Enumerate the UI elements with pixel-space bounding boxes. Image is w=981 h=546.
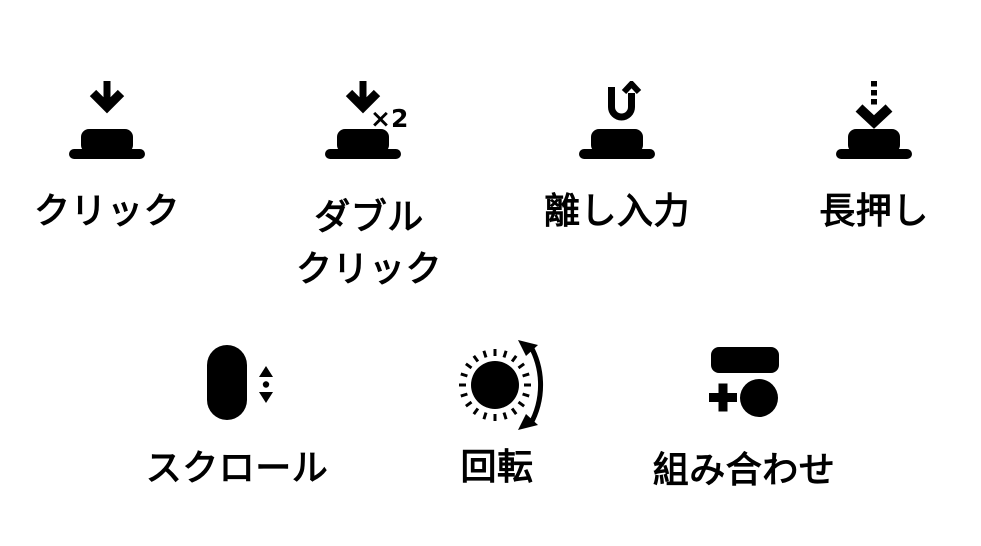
gesture-item-long-press: 長押し [774,81,974,231]
gesture-label-line2: クリック [295,248,442,289]
gesture-label-line1: ダブル [314,196,424,237]
arrow-dash [871,90,877,96]
button-base [325,149,401,159]
arrow-shaft [103,81,111,102]
gesture-label-long-press: 長押し [819,190,929,231]
gesture-item-release: 離し入力 [517,81,717,231]
arrow-head-top [517,340,538,356]
knob [740,379,778,417]
arrow-head [855,104,893,129]
up-triangle [259,366,273,377]
gesture-label-combine: 組み合わせ [652,449,836,490]
click-icon [69,81,145,159]
button-cap [848,129,900,153]
gesture-label-rotate: 回転 [460,446,534,487]
gesture-item-click: クリック [7,81,207,231]
multiplier-badge: ×2 [370,104,408,133]
gesture-label-double-click: ダブル クリック [296,191,442,295]
button-base [579,149,655,159]
rotate-icon [458,340,543,430]
gesture-item-double-click: ×2 ダブル クリック [269,81,469,295]
plus-vertical [718,383,728,412]
arrow-shaft [359,81,367,102]
arrow-head [89,89,125,114]
curved-arrow-arc [527,343,543,427]
gesture-label-release: 離し入力 [543,190,690,231]
rotate-iconbox [445,340,550,432]
button-cap [337,129,389,153]
gesture-label-click: クリック [33,190,180,231]
button-base [69,149,145,159]
arrow-head-up [621,81,642,95]
gesture-item-combine: 組み合わせ [634,347,854,490]
gesture-item-scroll: スクロール [127,343,347,488]
arrow-head-bottom [517,414,538,430]
button-cap [81,129,133,153]
long-press-iconbox [834,81,914,159]
arrow-dash [871,81,877,87]
release-input-icon [579,81,655,159]
combine-iconbox [704,347,784,419]
scroll-icon [207,345,273,420]
release-iconbox [577,81,657,159]
double-click-iconbox: ×2 [323,81,415,159]
scroll-iconbox [197,343,277,423]
arrow-dash [871,99,877,105]
gesture-label-scroll: スクロール [145,447,329,488]
double-click-icon: ×2 [325,81,408,159]
button-base [836,149,912,159]
down-triangle [259,392,273,403]
center-dot [262,381,270,388]
arrow-head [345,89,381,114]
click-iconbox [67,81,147,159]
long-press-icon [836,81,912,159]
knob [470,361,519,409]
scroll-wheel [207,345,247,420]
gesture-item-rotate: 回転 [387,340,607,487]
combination-icon [709,347,779,417]
button-cap [591,129,643,153]
u-turn-arrow-body [608,87,635,121]
button-bar [711,347,779,373]
radial-ticks [458,349,531,421]
